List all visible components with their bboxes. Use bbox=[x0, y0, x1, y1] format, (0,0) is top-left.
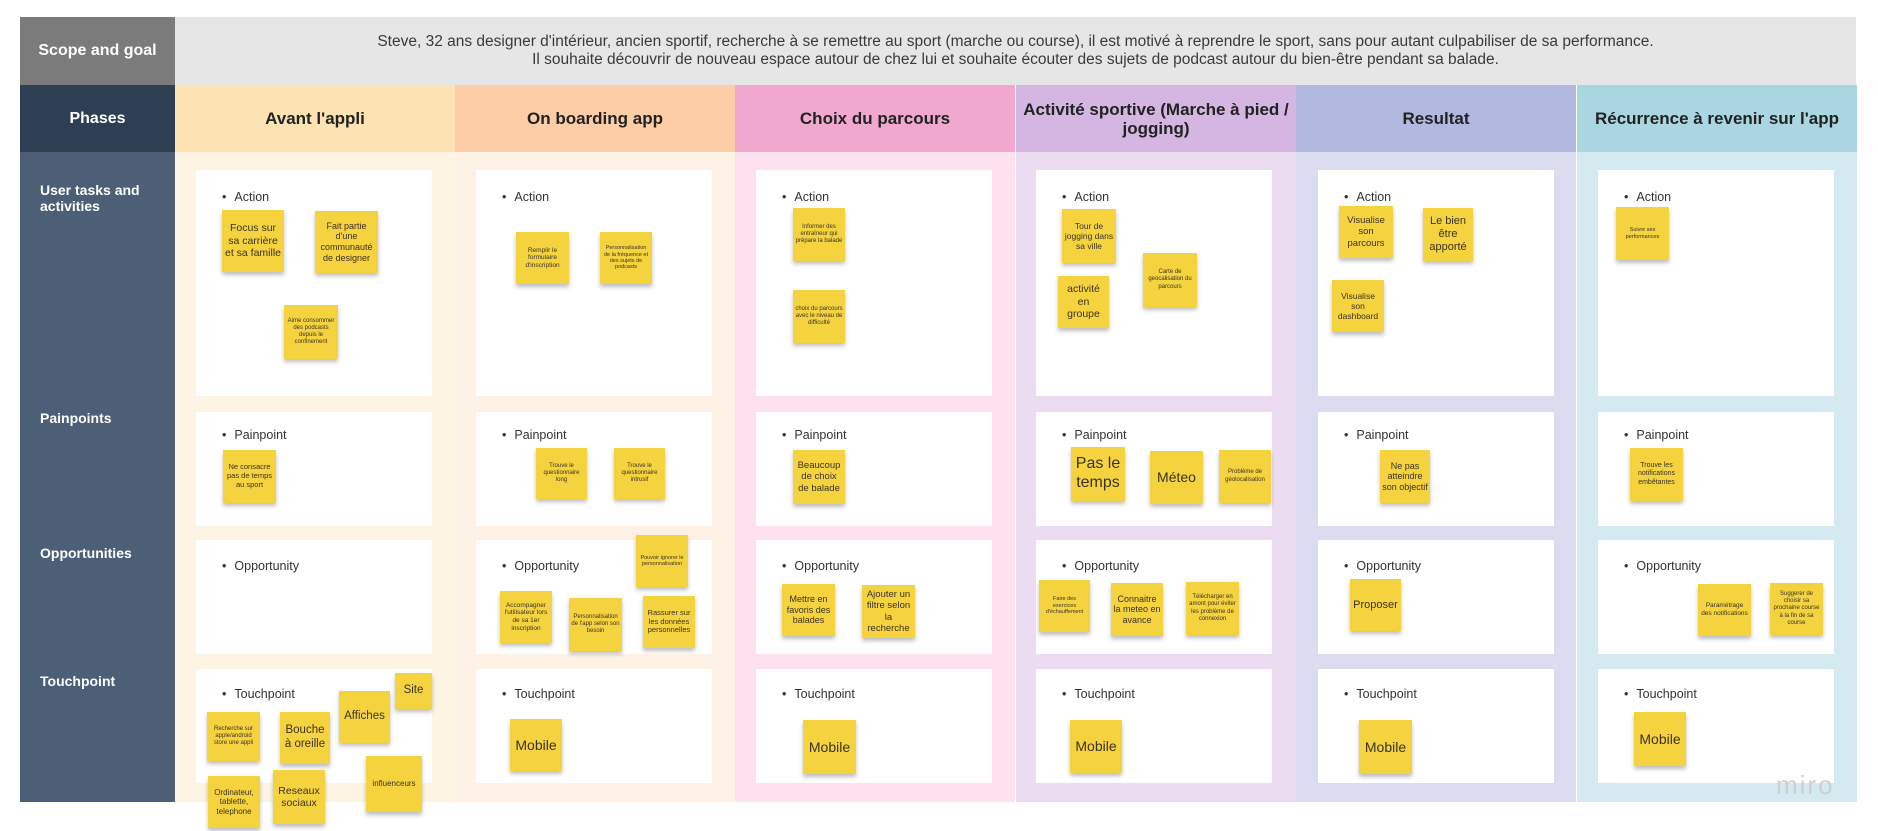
sticky-note[interactable]: influenceurs bbox=[366, 756, 422, 812]
sticky-note[interactable]: activité en groupe bbox=[1058, 276, 1109, 328]
sticky-note[interactable]: Trouve les notifications embêtantes bbox=[1630, 448, 1683, 501]
sticky-note[interactable]: Trouve le questionnaire long bbox=[536, 448, 587, 499]
sticky-note[interactable]: Aime consommer des podcasts depuis le co… bbox=[284, 305, 338, 359]
sticky-note[interactable]: Recherche sur apple/android store une ap… bbox=[207, 712, 260, 761]
sticky-note[interactable]: Fait partie d'une communauté de designer bbox=[315, 211, 378, 273]
phases-label: Phases bbox=[20, 85, 175, 152]
sticky-note[interactable]: Informer des entraîneur qui prépare la b… bbox=[793, 208, 845, 261]
sticky-note[interactable]: Proposer bbox=[1350, 579, 1401, 631]
row-label: Opportunities bbox=[40, 545, 132, 561]
sticky-note[interactable]: Suivre ses performances bbox=[1616, 207, 1669, 260]
card-title: Painpoint bbox=[1344, 428, 1408, 442]
card-title: Painpoint bbox=[502, 428, 566, 442]
sticky-note[interactable]: Télécharger en amont pour éviter les pro… bbox=[1186, 582, 1239, 635]
sticky-note[interactable]: Focus sur sa carrière et sa famille bbox=[222, 210, 284, 272]
lane-card bbox=[476, 170, 712, 396]
sticky-note[interactable]: Faire des exercices d'échauffement bbox=[1039, 580, 1090, 632]
card-title: Action bbox=[502, 190, 549, 204]
card-title: Action bbox=[1624, 190, 1671, 204]
card-title: Touchpoint bbox=[1624, 687, 1696, 701]
sticky-note[interactable]: Remplir le formulaire d'inscription bbox=[516, 232, 569, 284]
card-title: Painpoint bbox=[1062, 428, 1126, 442]
sticky-note[interactable]: Ordinateur, tablette, telephone bbox=[208, 776, 260, 828]
sticky-note[interactable]: Personnalisation de la fréquence et des … bbox=[600, 232, 652, 284]
row-label: User tasks and activities bbox=[40, 182, 140, 214]
card-title: Touchpoint bbox=[1344, 687, 1416, 701]
card-title: Touchpoint bbox=[1062, 687, 1134, 701]
row-label-column bbox=[20, 152, 175, 802]
card-title: Touchpoint bbox=[782, 687, 854, 701]
sticky-note[interactable]: Tour de jogging dans sa ville bbox=[1062, 209, 1116, 263]
sticky-note[interactable]: Mobile bbox=[1634, 712, 1686, 766]
card-title: Opportunity bbox=[782, 559, 859, 573]
sticky-note[interactable]: Ne pas atteindre son objectif bbox=[1380, 450, 1430, 503]
sticky-note[interactable]: Site bbox=[395, 673, 432, 709]
phase-header: Resultat bbox=[1296, 85, 1576, 152]
sticky-note[interactable]: Carte de geocalisation du parcours bbox=[1143, 253, 1197, 307]
scope-line: Steve, 32 ans designer d'intérieur, anci… bbox=[377, 33, 1654, 50]
card-title: Painpoint bbox=[782, 428, 846, 442]
sticky-note[interactable]: Rassurer sur les données personnelles bbox=[643, 596, 695, 648]
sticky-note[interactable]: Beaucoup de choix de balade bbox=[793, 450, 845, 504]
sticky-note[interactable]: Ne consacre pas de temps au sport bbox=[223, 450, 276, 503]
sticky-note[interactable]: Mobile bbox=[510, 719, 562, 771]
scope-label: Scope and goal bbox=[20, 17, 175, 85]
phase-header: On boarding app bbox=[455, 85, 735, 152]
card-title: Action bbox=[782, 190, 829, 204]
phase-header: Avant l'appli bbox=[175, 85, 455, 152]
sticky-note[interactable]: Méteo bbox=[1150, 451, 1203, 504]
sticky-note[interactable]: Affiches bbox=[339, 691, 390, 743]
sticky-note[interactable]: choix du parcours avec le niveau de diff… bbox=[793, 290, 845, 343]
sticky-note[interactable]: Pas le temps bbox=[1071, 447, 1125, 501]
card-title: Painpoint bbox=[222, 428, 286, 442]
phase-header: Choix du parcours bbox=[735, 85, 1015, 152]
card-title: Painpoint bbox=[1624, 428, 1688, 442]
phase-header: Récurrence à revenir sur l'app bbox=[1577, 85, 1857, 152]
scope-line: Il souhaite découvrir de nouveau espace … bbox=[532, 51, 1499, 68]
card-title: Touchpoint bbox=[222, 687, 294, 701]
card-title: Action bbox=[1062, 190, 1109, 204]
sticky-note[interactable]: Ajouter un filtre selon la recherche bbox=[862, 585, 915, 638]
sticky-note[interactable]: Connaitre la meteo en avance bbox=[1111, 583, 1163, 636]
sticky-note[interactable]: Visualise son parcours bbox=[1339, 206, 1393, 258]
sticky-note[interactable]: Reseaux sociaux bbox=[273, 770, 325, 824]
sticky-note[interactable]: Accompagner l'utilisateur lors de sa 1er… bbox=[500, 591, 552, 643]
card-title: Action bbox=[1344, 190, 1391, 204]
sticky-note[interactable]: Mobile bbox=[1359, 720, 1412, 774]
sticky-note[interactable]: Problème de géolocalisation bbox=[1219, 450, 1271, 503]
card-title: Touchpoint bbox=[502, 687, 574, 701]
card-title: Opportunity bbox=[1062, 559, 1139, 573]
sticky-note[interactable]: Le bien être apporté bbox=[1423, 208, 1473, 261]
row-label: Painpoints bbox=[40, 410, 112, 426]
sticky-note[interactable]: Pouvoir ignorer le personnalisation bbox=[636, 535, 688, 587]
lane-card bbox=[756, 170, 992, 396]
sticky-note[interactable]: Paramètrage des notifications bbox=[1698, 584, 1751, 636]
sticky-note[interactable]: Suggerer de choisir sa prochaine course … bbox=[1770, 583, 1823, 635]
sticky-note[interactable]: Personnalisation de l'app selon son beso… bbox=[569, 598, 622, 651]
sticky-note[interactable]: Mettre en favoris des balades bbox=[782, 584, 835, 636]
sticky-note[interactable]: Bouche à oreille bbox=[280, 712, 330, 764]
card-title: Opportunity bbox=[1344, 559, 1421, 573]
card-title: Opportunity bbox=[502, 559, 579, 573]
sticky-note[interactable]: Mobile bbox=[1070, 720, 1122, 773]
lane-card bbox=[196, 540, 432, 654]
sticky-note[interactable]: Trouve le questionnaire intrusif bbox=[614, 448, 665, 499]
card-title: Action bbox=[222, 190, 269, 204]
sticky-note[interactable]: Mobile bbox=[803, 720, 856, 774]
card-title: Opportunity bbox=[1624, 559, 1701, 573]
phase-header: Activité sportive (Marche à pied / joggi… bbox=[1016, 85, 1296, 152]
miro-watermark: miro bbox=[1776, 770, 1835, 800]
card-title: Opportunity bbox=[222, 559, 299, 573]
row-label: Touchpoint bbox=[40, 673, 116, 689]
sticky-note[interactable]: Visualise son dashboard bbox=[1332, 280, 1384, 332]
scope-description: Steve, 32 ans designer d'intérieur, anci… bbox=[175, 17, 1856, 85]
